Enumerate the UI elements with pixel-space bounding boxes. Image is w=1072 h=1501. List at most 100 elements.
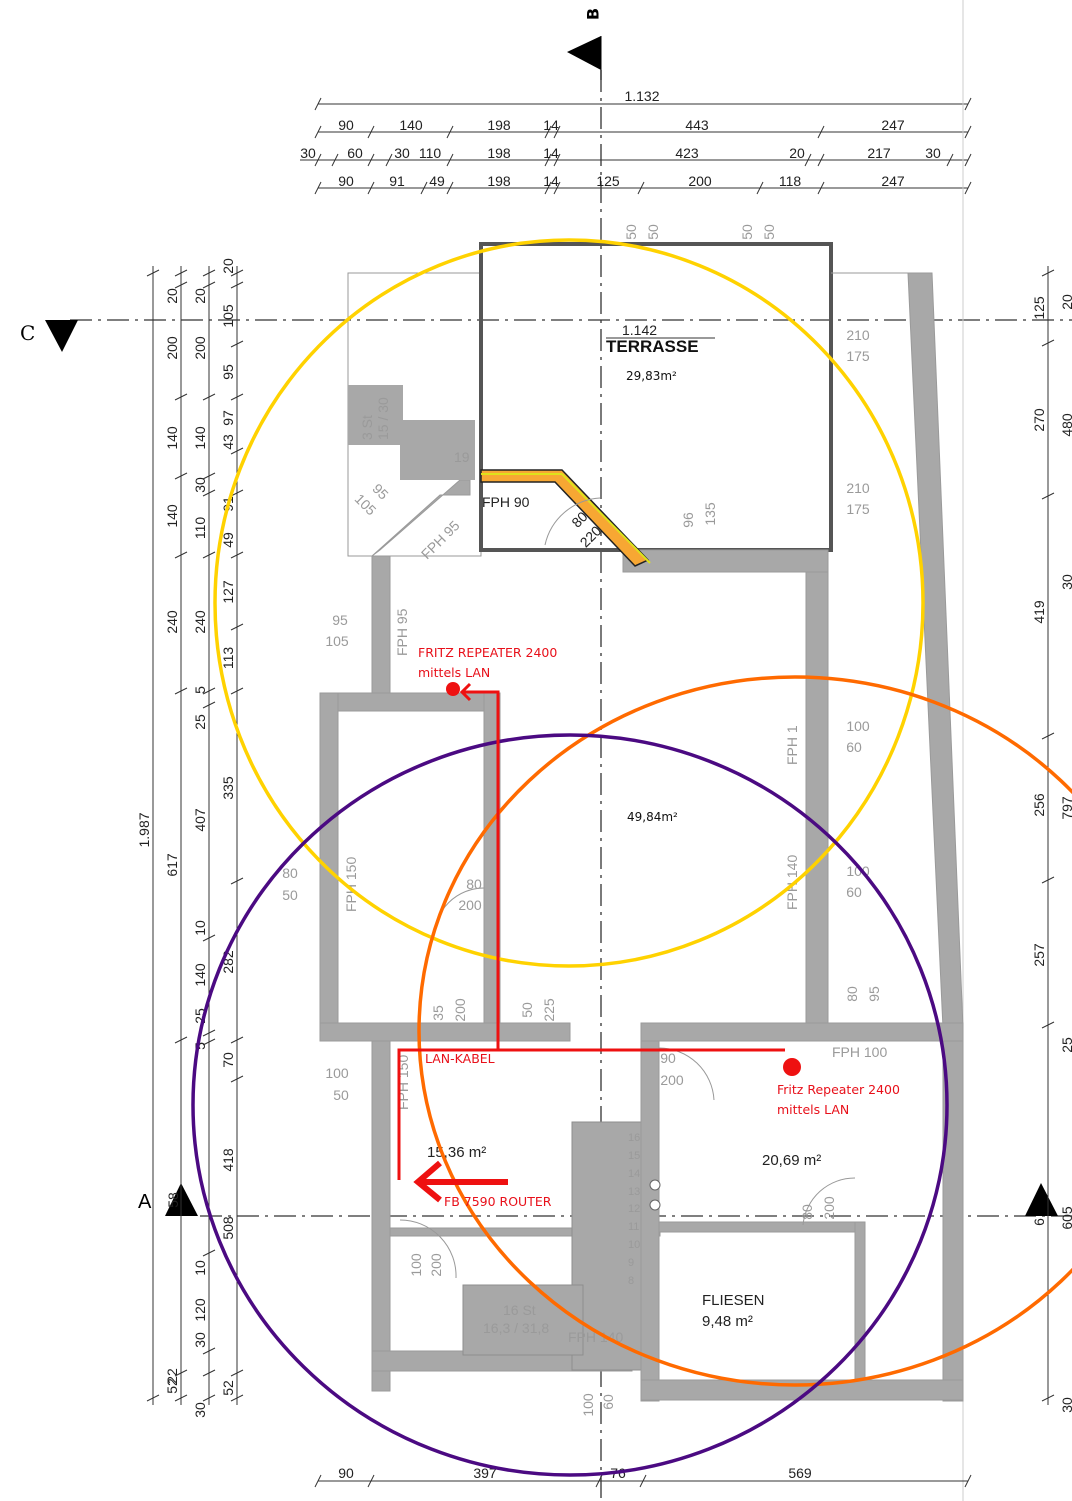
opening-label: 175 — [846, 501, 870, 517]
window-label: FPH 100 — [832, 1044, 887, 1060]
router-arrow-icon — [413, 1160, 508, 1203]
left-dimension-chains: 1.987 20 200 140 140 240 617 52 20 200 1… — [136, 258, 244, 1418]
stair-label: 3 St — [359, 415, 375, 440]
room-labels: 1.142 TERRASSE 29,83m² 49,84m² 15,36 m² … — [427, 322, 821, 1330]
dim-label: 49 — [429, 173, 445, 189]
dim-label: 90 — [338, 173, 354, 189]
dim-label: 20 — [789, 145, 805, 161]
bottom-dimension-chain: 90 397 76 569 — [314, 1465, 972, 1488]
section-b-label: B — [584, 8, 603, 20]
dim-label: 14 — [543, 145, 559, 161]
opening-label: 225 — [541, 998, 557, 1022]
section-c-label: C — [20, 321, 35, 345]
dim-label: 95 — [220, 364, 236, 380]
opening-label: 200 — [452, 998, 468, 1022]
lan-cable — [397, 682, 785, 1180]
dim-label: 91 — [389, 173, 405, 189]
dim-label: 110 — [192, 517, 208, 540]
repeater-right-dot — [783, 1058, 801, 1076]
opening-label: 210 — [846, 480, 870, 496]
dim-label: 58 — [165, 1192, 181, 1208]
window-label: FPH 95 — [394, 608, 410, 656]
dim-label: 140 — [192, 963, 208, 987]
stair-label: 19 — [454, 449, 470, 465]
opening-label: 50 — [761, 224, 777, 240]
dim-label: 200 — [164, 336, 180, 360]
dim-label: 14 — [543, 173, 559, 189]
room-area-hall: 15,36 m² — [427, 1144, 486, 1161]
dim-label: 5 — [192, 1042, 208, 1050]
opening-label: 50 — [519, 1002, 535, 1018]
dim-label: 397 — [473, 1465, 497, 1481]
dim-label: 30 — [394, 145, 410, 161]
opening-label: 135 — [702, 502, 718, 526]
dim-label: 30 — [1059, 1397, 1072, 1413]
window-label-fph90: FPH 90 — [482, 494, 530, 510]
network-labels: FRITZ REPEATER 2400 mittels LAN Fritz Re… — [418, 645, 900, 1209]
dim-label: 140 — [164, 504, 180, 528]
dim-label: 247 — [881, 173, 905, 189]
dim-label: 20 — [164, 288, 180, 304]
top-dimension-chains: 1.132 90 140 198 14 443 247 30 60 30 110… — [300, 88, 972, 195]
window-label: FPH 150 — [343, 857, 359, 912]
dim-label: 125 — [596, 173, 620, 189]
opening-label: 200 — [458, 897, 482, 913]
stair-step: 13 — [628, 1186, 640, 1198]
room-area-kitchen: 20,69 m² — [762, 1152, 821, 1169]
dim-label: 30 — [925, 145, 941, 161]
dim-label: 5 — [192, 686, 208, 694]
opening-label: 200 — [821, 1196, 837, 1220]
opening-label: 80 — [282, 865, 298, 881]
dim-label: 419 — [1031, 600, 1047, 624]
dim-label: 247 — [881, 117, 905, 133]
dim-label: 797 — [1059, 796, 1072, 820]
dim-label: 256 — [1031, 793, 1047, 817]
stair-step: 12 — [628, 1203, 640, 1215]
repeater-right-sublabel: mittels LAN — [777, 1102, 849, 1117]
opening-label: 60 — [846, 739, 862, 755]
section-marker-a-right — [1025, 1183, 1058, 1216]
coverage-circle-router — [191, 733, 949, 1477]
stair-label: 16,3 / 31,8 — [483, 1320, 549, 1336]
stair-step: 14 — [628, 1168, 640, 1180]
coverage-circle-repeater-right — [417, 675, 1072, 1387]
window-label: FPH 150 — [395, 1055, 411, 1110]
opening-label: 50 — [739, 224, 755, 240]
dim-label: 20 — [220, 258, 236, 274]
opening-label: 95 — [332, 612, 348, 628]
dim-label: 569 — [788, 1465, 812, 1481]
dim-label: 127 — [220, 580, 236, 604]
dim-label: 110 — [419, 145, 442, 161]
opening-label: 100 — [408, 1253, 424, 1277]
room-name-terrasse: TERRASSE — [606, 337, 699, 356]
opening-label: 35 — [430, 1005, 446, 1021]
dim-label: 617 — [164, 853, 180, 877]
opening-label: 175 — [846, 348, 870, 364]
room-area-terrasse: 29,83m² — [626, 369, 677, 383]
right-dimension-chain: 125 270 419 256 257 6 20 480 30 797 25 6… — [962, 0, 1072, 1501]
dim-label: 30 — [1059, 574, 1072, 590]
lan-cable-label: LAN-KABEL — [425, 1051, 495, 1066]
dim-label: 49 — [220, 532, 236, 548]
repeater-top-dot — [446, 682, 460, 696]
opening-label: 80 — [799, 1204, 815, 1220]
opening-label: 50 — [333, 1087, 349, 1103]
dim-label: 14 — [543, 117, 559, 133]
dim-label: 10 — [192, 1260, 208, 1276]
dim-label: 423 — [675, 145, 699, 161]
dim-label: 508 — [220, 1216, 236, 1240]
dim-label: 30 — [192, 477, 208, 493]
dim-label: 140 — [399, 117, 423, 133]
dim-label: 240 — [164, 610, 180, 634]
stair-step: 11 — [628, 1221, 639, 1233]
opening-label: 210 — [846, 327, 870, 343]
opening-label: 50 — [623, 224, 639, 240]
dim-label: 125 — [1031, 296, 1047, 320]
stair-labels: 3 St 15 / 30 19 16 St 16,3 / 31,8 16 15 … — [359, 397, 640, 1336]
dim-label: 118 — [779, 173, 802, 189]
router-label: FB 7590 ROUTER — [444, 1194, 552, 1209]
section-marker-c: C — [20, 320, 78, 352]
dim-label: 60 — [347, 145, 363, 161]
dim-label: 140 — [192, 426, 208, 450]
